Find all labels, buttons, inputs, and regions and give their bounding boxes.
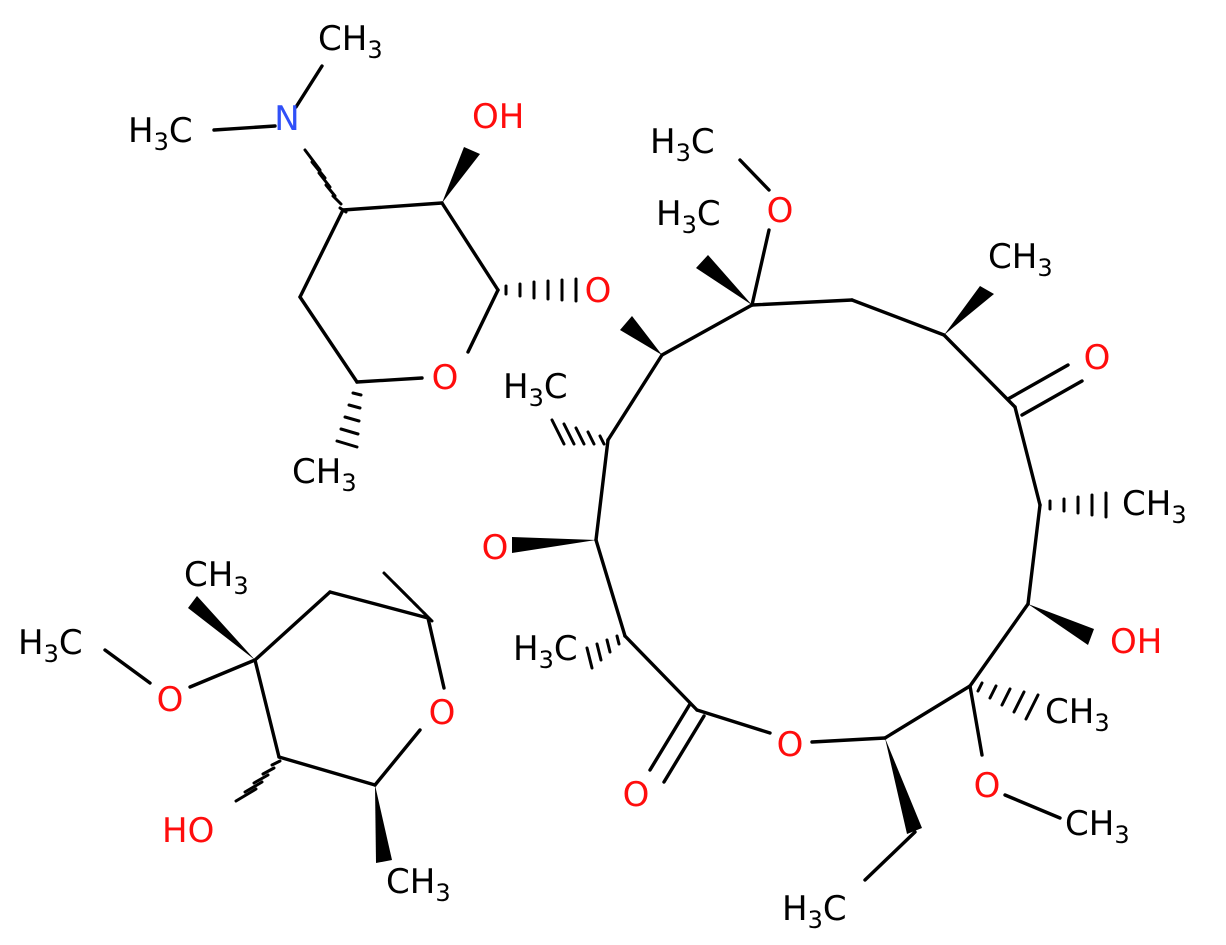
c6-methoxy-methyl-label: H3C [650,122,715,167]
c12-methyl-label: CH3 [1045,692,1110,737]
c4-methyl-label: H3C [513,629,578,674]
nme2-methyl-top-label: CH3 [318,19,383,64]
c12-methoxy-oxygen-label: O [974,766,1001,806]
c12-methoxy-methyl-label: CH3 [1065,804,1130,849]
ethyl-methyl-label: H3C [782,889,847,934]
sugar1-hydroxyl-label: OH [472,97,524,137]
wedge-bonds [188,147,1094,863]
sugar1-glycosidic-oxygen-label: O [585,271,612,311]
c2-methyl-label: H3C [503,367,568,412]
sugar2-ring-oxygen-label: O [429,693,456,733]
sugar2-glycosidic-oxygen-label: O [482,528,509,568]
c8-methyl-label: CH3 [988,237,1053,282]
lactone-carbonyl-oxygen-label: O [623,775,650,815]
lactone-ring-oxygen-label: O [777,725,804,765]
c9-ketone-oxygen-label: O [1084,338,1111,378]
sugar2-methyl-label: CH3 [386,862,451,907]
sugar2-methoxy-oxygen-label: O [157,680,184,720]
sugar2-hydroxyl-label: HO [162,811,214,851]
c6-methoxy-oxygen-label: O [767,191,794,231]
nitrogen-label: N [274,99,299,139]
bonds [103,64,1084,882]
c11-hydroxyl-label: OH [1110,622,1162,662]
c10-methyl-label: CH3 [1122,484,1187,529]
nme2-methyl-left-label: H3C [128,111,193,156]
sugar2-methoxy-methyl-label: H3C [18,623,83,668]
hashed-bonds [234,148,1108,803]
sugar2-c3-methyl-label: CH3 [184,555,249,600]
c6-methyl-label: H3C [656,194,721,239]
atom-labels: N CH3 H3C OH O O CH3 H3C O H3C CH3 O CH3… [18,19,1187,934]
sugar1-methyl-label: CH3 [292,452,357,497]
sugar1-ring-oxygen-label: O [432,358,459,398]
